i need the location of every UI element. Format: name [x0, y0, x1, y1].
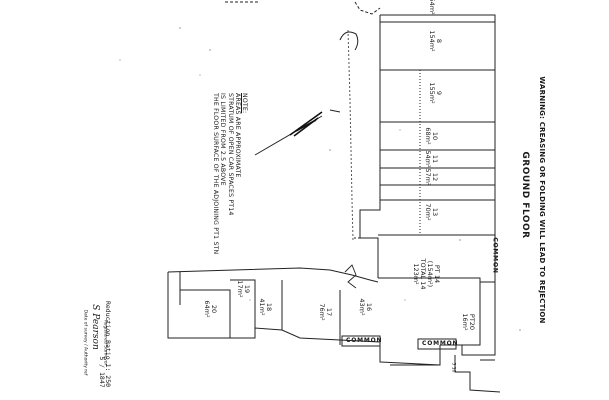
note-line: IS LIMITED FROM 2.5 ABOVE: [219, 93, 227, 186]
lot-area: 154m²: [428, 30, 436, 52]
common-label: COMMON: [422, 340, 459, 347]
lot-label-17: 17 76m²: [318, 297, 333, 327]
pt14-label: PT 14 (154m²) TOTAL 14 123m²: [412, 254, 441, 294]
lot-area: 155m²: [428, 82, 436, 104]
warning-banner: WARNING: CREASING OR FOLDING WILL LEAD T…: [538, 76, 546, 324]
lot-area: 41m²: [258, 298, 266, 316]
lot-area: 43m²: [358, 298, 366, 316]
common-label: COMMON: [346, 337, 383, 344]
lot-area-top: 154m²: [428, 0, 436, 15]
lot-number: 12: [431, 172, 439, 182]
note-line: THE FLOOR SURFACE OF THE ADJOINING PT1 S…: [212, 93, 220, 255]
pt20-name: PT20: [468, 313, 476, 331]
lot-area: 64m²: [203, 300, 211, 318]
plan-reference-number: 5 / 1847: [98, 356, 106, 388]
lot-label-9: 9 155m²: [428, 78, 443, 108]
note-line: STRATUM OF OPEN CAR SPACES PT14: [226, 93, 234, 216]
lot-label-8: 8 154m²: [428, 26, 443, 56]
plan-note: NOTE: AREAS ARE APPROXIMATE STRATUM OF O…: [212, 93, 249, 255]
lot-number: 18: [265, 302, 273, 312]
lot-area: 17m²: [236, 280, 244, 298]
lot-area: 76m²: [318, 303, 326, 321]
floor-title: GROUND FLOOR: [520, 151, 530, 239]
lot-label-13: 13 70m²: [424, 197, 439, 227]
note-title: NOTE:: [241, 93, 249, 114]
common-label: COMMON: [491, 237, 499, 274]
pt14-total-label: TOTAL 14: [419, 258, 427, 290]
note-line: AREAS ARE APPROXIMATE: [233, 93, 241, 178]
lot-number: 9: [435, 90, 443, 96]
lot-number: 16: [365, 302, 373, 312]
lot-number: 8: [435, 38, 443, 44]
lot-area: 70m²: [424, 203, 432, 221]
pt14-name: PT 14: [433, 264, 441, 284]
lot-area: 57m²: [424, 168, 432, 186]
pt20-area: 16m²: [461, 313, 469, 331]
lot-number: 19: [243, 284, 251, 294]
lot-number: 20: [210, 304, 218, 314]
surveyor-signature: S Pearson: [90, 304, 100, 350]
edge-mark: 5 10: [450, 362, 456, 373]
survey-date-caption: Date of survey / Authority ref: [82, 309, 88, 376]
pt14-sub: (154m²): [426, 260, 434, 288]
lot-label-16: 16 43m²: [358, 292, 373, 322]
lot-label-19: 19 17m²: [236, 274, 251, 304]
lot-number: 13: [431, 207, 439, 217]
lot-label-20: 20 64m²: [203, 294, 218, 324]
lot-number: 17: [325, 307, 333, 317]
pt14-total: 123m²: [412, 263, 420, 285]
pt20-label: PT20 16m²: [461, 306, 476, 338]
lot-label-18: 18 41m²: [258, 292, 273, 322]
lot-label-12: 12 57m²: [424, 162, 439, 192]
